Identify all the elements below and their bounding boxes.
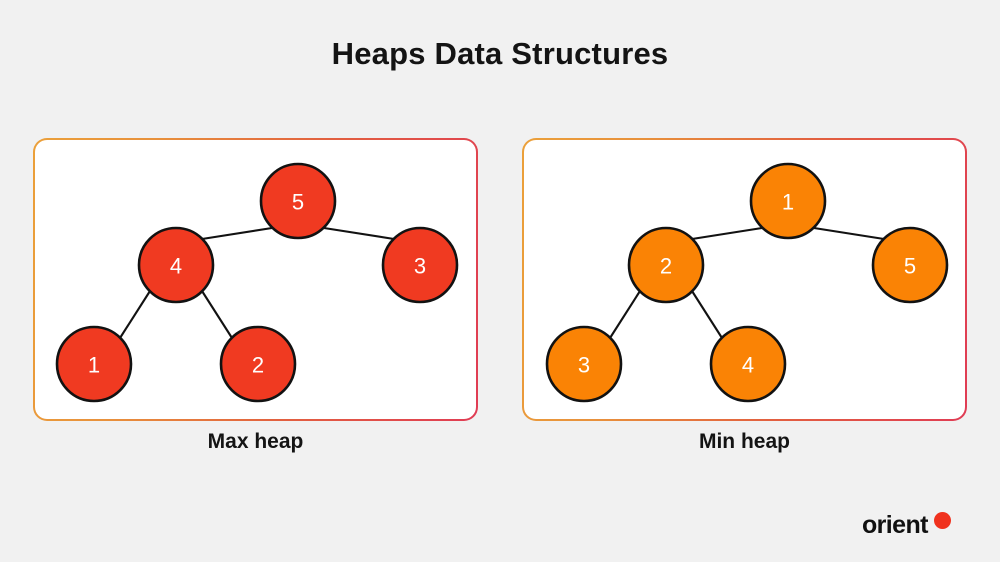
edge-4-2 (201, 290, 233, 339)
min-heap-nodes: 1 2 5 3 4 (545, 162, 949, 403)
edge-2-4 (691, 290, 723, 339)
logo-wordmark: orient (862, 510, 928, 539)
heap-node[interactable] (749, 162, 827, 240)
edge-5-3 (323, 226, 395, 241)
heap-node[interactable] (545, 325, 623, 403)
heap-node[interactable] (871, 226, 949, 304)
page-title: Heaps Data Structures (331, 36, 669, 71)
edge-4-1 (119, 290, 151, 339)
min-heap-card: 1 2 5 3 4 (522, 138, 967, 421)
heap-node-label: 2 (252, 353, 264, 378)
edge-1-5 (813, 226, 885, 241)
heap-node-label: 4 (170, 254, 182, 279)
heap-node-label: 5 (292, 190, 304, 215)
min-heap-diagram: 1 2 5 3 4 (545, 162, 949, 403)
heap-node[interactable] (259, 162, 337, 240)
heap-node[interactable] (627, 226, 705, 304)
heap-node[interactable] (219, 325, 297, 403)
heap-node-label: 3 (414, 254, 426, 279)
heap-node[interactable] (137, 226, 215, 304)
edge-1-2 (691, 226, 763, 241)
edge-5-4 (201, 226, 273, 241)
max-heap-nodes: 5 4 3 1 2 (55, 162, 459, 403)
heap-node-label: 4 (742, 353, 754, 378)
edge-2-3 (609, 290, 641, 339)
orient-logo: orient (862, 512, 951, 538)
heap-node-label: 3 (578, 353, 590, 378)
max-heap-caption: Max heap (207, 430, 304, 453)
heap-node-label: 5 (904, 254, 916, 279)
heap-node[interactable] (709, 325, 787, 403)
heap-node-label: 1 (88, 353, 100, 378)
max-heap-edges (119, 226, 395, 339)
min-heap-caption: Min heap (698, 430, 790, 453)
heap-node-label: 1 (782, 190, 794, 215)
heap-node[interactable] (55, 325, 133, 403)
max-heap-card: 5 4 3 1 2 (33, 138, 478, 421)
heap-node[interactable] (381, 226, 459, 304)
heap-node-label: 2 (660, 254, 672, 279)
logo-dot-icon (933, 512, 951, 529)
min-heap-edges (609, 226, 885, 339)
max-heap-diagram: 5 4 3 1 2 (55, 162, 459, 403)
